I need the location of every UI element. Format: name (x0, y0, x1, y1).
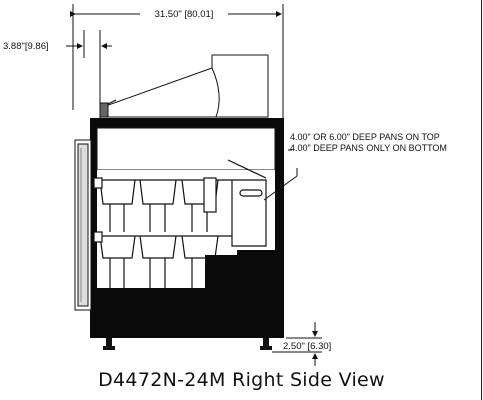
caster-rear (260, 338, 272, 350)
width-dimension: 31.50" [80.01] (70, 4, 284, 120)
view-caption: D4472N-24M Right Side View (98, 369, 385, 391)
overhang-dimension-label: 3.88"[9.86] (3, 41, 49, 52)
pan-note-line2: 4.00" DEEP PANS ONLY ON BOTTOM (290, 143, 447, 153)
overhang-dimension: 3.88"[9.86] (3, 30, 112, 120)
compressor-compartment (205, 255, 284, 338)
top-cover (99, 54, 269, 118)
page-border-right (481, 0, 482, 400)
width-dimension-label: 31.50" [80.01] (155, 9, 214, 20)
caster-dimension-label: 2.50" [6.30] (283, 341, 331, 352)
pan-rack (93, 177, 232, 288)
caster-front (103, 338, 115, 350)
pan-note-line1: 4.00" OR 6.00" DEEP PANS ON TOP (290, 132, 440, 142)
pan-note-leader (263, 149, 298, 201)
right-bracket (227, 159, 267, 247)
caster-dimension: 2.50" [6.30] (272, 322, 331, 366)
door (74, 139, 92, 311)
